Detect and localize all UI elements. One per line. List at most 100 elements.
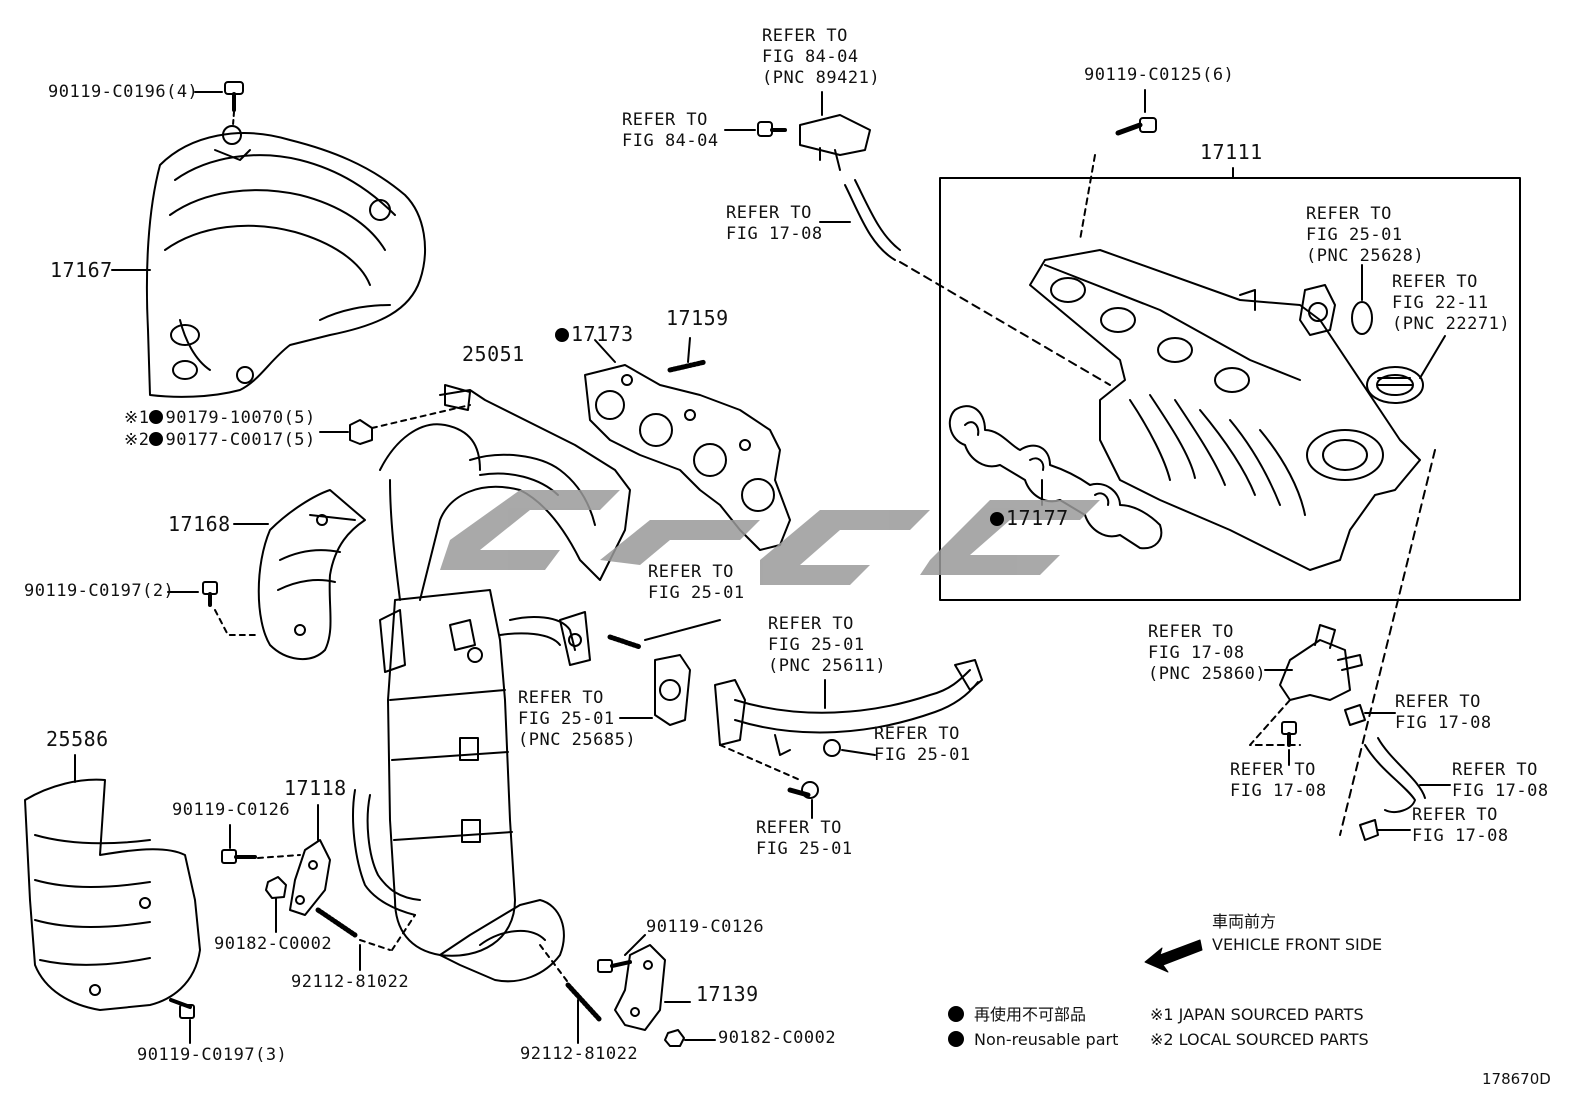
refer-pnc: (PNC 22271) <box>1392 314 1511 334</box>
label-refer-17-08-bolt: REFER TO FIG 17-08 <box>1230 760 1327 802</box>
refer-line: REFER TO <box>1148 622 1234 642</box>
label-refer-17-08-hose: REFER TO FIG 17-08 <box>726 203 823 245</box>
refer-fig: FIG 25-01 <box>648 583 745 603</box>
intake-manifold-17111 <box>1029 249 1421 571</box>
label-refer-22-11: REFER TO FIG 22-11 (PNC 22271) <box>1392 272 1510 335</box>
intake-manifold-box <box>939 177 1521 601</box>
label-nut-90182-C0002-b: 90182-C0002 <box>718 1028 837 1048</box>
refer-line: REFER TO <box>622 110 708 130</box>
refer-line: REFER TO <box>518 688 604 708</box>
refer-line: REFER TO <box>1412 805 1498 825</box>
refer-fig: FIG 25-01 <box>1306 225 1403 245</box>
label-17173: 17173 <box>555 322 634 346</box>
label-refer-84-04-pnc: REFER TO FIG 84-04 (PNC 89421) <box>762 26 880 89</box>
label-refer-25-01-pnc-25685: REFER TO FIG 25-01 (PNC 25685) <box>518 688 636 751</box>
refer-line: REFER TO <box>874 724 960 744</box>
refer-pnc: (PNC 25685) <box>518 730 637 750</box>
label-refer-17-08-clamp: REFER TO FIG 17-08 <box>1395 692 1492 734</box>
label-refer-25-01-nut: REFER TO FIG 25-01 <box>874 724 971 766</box>
label-25586: 25586 <box>46 727 109 751</box>
part-90179: 90179-10070(5) <box>165 408 316 428</box>
front-direction-arrow <box>1144 939 1203 973</box>
exhaust-manifold-25051 <box>352 384 631 983</box>
label-refer-25-01-pnc-25611: REFER TO FIG 25-01 (PNC 25611) <box>768 614 886 677</box>
refer-line: REFER TO <box>1306 204 1392 224</box>
label-refer-17-08-pnc-25860: REFER TO FIG 17-08 (PNC 25860) <box>1148 622 1266 685</box>
part-90177: 90177-C0017(5) <box>165 430 316 450</box>
label-bolt-90119-C0197-2: 90119-C0197(2) <box>24 581 175 601</box>
refer-pnc: (PNC 89421) <box>762 68 881 88</box>
label-nut-90182-C0002-a: 90182-C0002 <box>214 934 333 954</box>
nonreusable-dot <box>948 1006 964 1022</box>
label-17139: 17139 <box>696 982 759 1006</box>
label-bolt-90119-C0125: 90119-C0125(6) <box>1084 65 1235 85</box>
hose-17-08-top <box>819 179 1111 386</box>
refer-fig: FIG 25-01 <box>756 839 853 859</box>
label-17159: 17159 <box>666 306 729 330</box>
bracket-17118 <box>221 804 416 971</box>
label-bolt-90119-C0126-a: 90119-C0126 <box>172 800 291 820</box>
label-bolt-90119-C0126-b: 90119-C0126 <box>646 917 765 937</box>
label-bolt-90119-C0196: 90119-C0196(4) <box>48 82 199 102</box>
o-ring-25628 <box>1351 301 1373 335</box>
nonreusable-dot <box>948 1031 964 1047</box>
label-refer-17-08-clip: REFER TO FIG 17-08 <box>1412 805 1509 847</box>
refer-fig: FIG 17-08 <box>1452 781 1549 801</box>
refer-pnc: (PNC 25860) <box>1148 664 1267 684</box>
note-marker-1: ※1 <box>124 408 150 428</box>
heat-insulator-17168 <box>233 489 366 661</box>
nonreusable-text-en: Non-reusable part <box>974 1030 1119 1049</box>
note-marker-2: ※2 <box>124 430 150 450</box>
label-17168: 17168 <box>168 512 231 536</box>
refer-fig: FIG 25-01 <box>874 745 971 765</box>
refer-fig: FIG 22-11 <box>1392 293 1489 313</box>
vsv-25860 <box>1249 624 1363 766</box>
label-25051: 25051 <box>462 342 525 366</box>
refer-line: REFER TO <box>768 614 854 634</box>
label-bolt-90119-C0197-3: 90119-C0197(3) <box>137 1045 288 1065</box>
label-17177: 17177 <box>990 506 1069 530</box>
refer-fig: FIG 17-08 <box>1230 781 1327 801</box>
bolt-90119-C0125 <box>1079 89 1157 241</box>
gasket-25685 <box>559 611 721 726</box>
refer-line: REFER TO <box>1452 760 1538 780</box>
nonreusable-dot <box>555 328 569 342</box>
nonreusable-legend-jp: 再使用不可部品 <box>948 1003 1086 1027</box>
refer-line: REFER TO <box>726 203 812 223</box>
label-17111: 17111 <box>1200 140 1263 164</box>
refer-fig: FIG 17-08 <box>1412 826 1509 846</box>
oxygen-sensor-89421 <box>724 91 871 171</box>
nonreusable-legend-en: Non-reusable part <box>948 1028 1118 1052</box>
hose-clamp-right <box>1344 704 1451 841</box>
refer-fig: FIG 25-01 <box>518 709 615 729</box>
refer-line: REFER TO <box>1392 272 1478 292</box>
refer-line: REFER TO <box>756 818 842 838</box>
note-japan-sourced: ※1 JAPAN SOURCED PARTS <box>1150 1005 1364 1024</box>
refer-pnc: (PNC 25628) <box>1306 246 1425 266</box>
refer-fig: FIG 25-01 <box>768 635 865 655</box>
label-stud-92112-81022-b: 92112-81022 <box>520 1044 639 1064</box>
nonreusable-dot <box>149 432 164 446</box>
refer-fig: FIG 84-04 <box>622 131 719 151</box>
label-stud-92112-81022-a: 92112-81022 <box>291 972 410 992</box>
watermark-logo <box>440 490 1100 585</box>
heat-insulator-25586 <box>24 754 201 1011</box>
label-nut-90177: ※2 90177-C0017(5) <box>124 430 316 451</box>
bolt-90119-C0197-2 <box>167 581 256 636</box>
refer-fig: FIG 84-04 <box>762 47 859 67</box>
gasket-22271 <box>1366 335 1446 404</box>
refer-line: REFER TO <box>1230 760 1316 780</box>
label-refer-25-01-bolt: REFER TO FIG 25-01 <box>756 818 853 860</box>
label-refer-25-01-stud: REFER TO FIG 25-01 <box>648 562 745 604</box>
label-refer-25-01-pnc-25628: REFER TO FIG 25-01 (PNC 25628) <box>1306 204 1424 267</box>
refer-line: REFER TO <box>762 26 848 46</box>
label-nut-90179: ※1 90179-10070(5) <box>124 408 316 429</box>
nonreusable-text-jp: 再使用不可部品 <box>974 1005 1087 1024</box>
bracket-17139 <box>539 934 716 1047</box>
pipe-25611 <box>714 659 983 819</box>
nonreusable-dot <box>990 512 1004 526</box>
bolt-90119-C0196 <box>194 81 244 126</box>
label-17167: 17167 <box>50 258 113 282</box>
note-local-sourced: ※2 LOCAL SOURCED PARTS <box>1150 1030 1369 1049</box>
part-17173: 17173 <box>571 322 634 346</box>
